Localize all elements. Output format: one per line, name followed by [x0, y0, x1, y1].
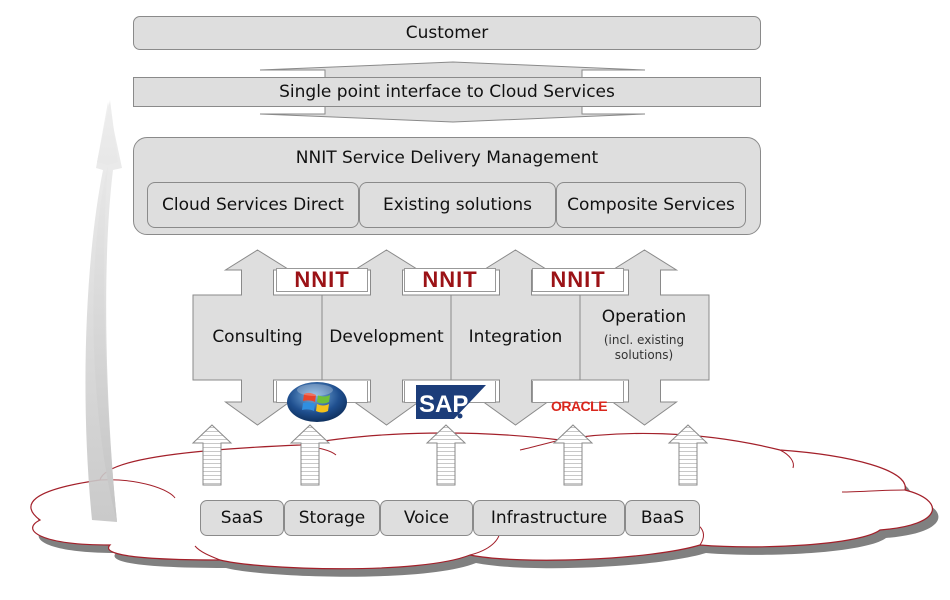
down-arrowhead-bottom [259, 105, 646, 123]
phase-operation: Operation (incl. existing solutions) [580, 307, 708, 363]
phase-consulting: Consulting [193, 327, 322, 347]
phase-double-arrow [579, 249, 710, 426]
customer-box: Customer [133, 16, 761, 50]
cloud-service-label: Infrastructure [490, 508, 608, 528]
phase-integration: Integration [451, 327, 580, 347]
nnit-logo: NNIT [276, 267, 368, 292]
oracle-logo: ORACLE [540, 396, 618, 415]
nnit-logo-text: NNIT [294, 267, 350, 292]
cloud-service-label: Storage [298, 508, 366, 528]
service-up-arrow [191, 424, 233, 486]
sdm-item-label: Cloud Services Direct [162, 195, 344, 215]
sdm-item-label: Existing solutions [383, 195, 532, 215]
service-up-arrow [552, 424, 594, 486]
sdm-item-composite-services: Composite Services [556, 182, 746, 228]
sdm-title: NNIT Service Delivery Management [295, 148, 599, 168]
nnit-logo: NNIT [532, 267, 624, 292]
phase-double-arrow [450, 249, 581, 426]
service-up-arrow [425, 424, 467, 486]
sap-logo-icon: SAP [416, 385, 486, 419]
sap-logo-text: SAP [419, 391, 468, 418]
cloud-service-baas: BaaS [625, 500, 700, 536]
cloud-service-infrastructure: Infrastructure [473, 500, 625, 536]
oracle-logo-text: ORACLE [550, 398, 608, 414]
single-point-interface-label: Single point interface to Cloud Services [279, 82, 615, 102]
phase-label: Integration [468, 327, 563, 347]
up-arrowhead-top [259, 61, 646, 79]
phase-sublabel: (incl. existing [603, 333, 685, 347]
service-up-arrow [667, 424, 709, 486]
phase-double-arrow [321, 249, 452, 426]
single-point-interface-box: Single point interface to Cloud Services [133, 77, 761, 107]
phase-label: Development [329, 327, 444, 347]
cloud-service-label: SaaS [220, 508, 264, 528]
partner-logo-oracle [532, 381, 624, 403]
nnit-logo-text: NNIT [550, 267, 606, 292]
phase-sublabel: solutions) [614, 348, 674, 362]
phase-label: Consulting [212, 327, 303, 347]
nnit-logo-text: NNIT [422, 267, 478, 292]
cloud-service-voice: Voice [380, 500, 473, 536]
sdm-item-cloud-services-direct: Cloud Services Direct [147, 182, 359, 228]
windows-logo-icon [287, 382, 347, 422]
sdm-item-label: Composite Services [567, 195, 735, 215]
phase-double-arrow [192, 249, 323, 426]
cloud-service-label: Voice [403, 508, 450, 528]
service-up-arrows [191, 424, 709, 486]
phase-double-arrows [192, 249, 710, 426]
cloud-service-saas: SaaS [200, 500, 284, 536]
cloud-service-label: BaaS [640, 508, 685, 528]
service-up-arrow [289, 424, 331, 486]
customer-label: Customer [405, 23, 489, 43]
phase-development: Development [322, 327, 451, 347]
cloud-service-storage: Storage [284, 500, 380, 536]
phase-label: Operation [601, 307, 687, 327]
sdm-item-existing-solutions: Existing solutions [359, 182, 556, 228]
nnit-logo: NNIT [404, 267, 496, 292]
